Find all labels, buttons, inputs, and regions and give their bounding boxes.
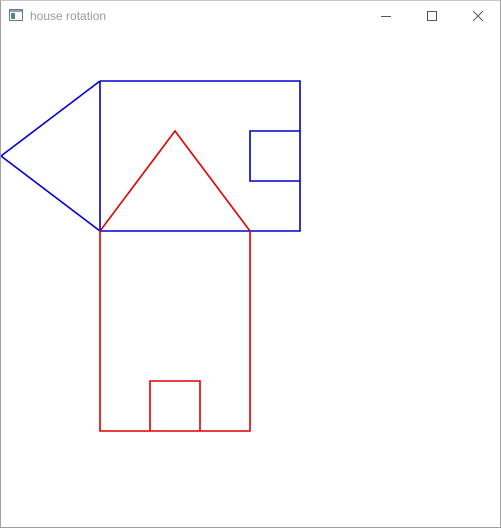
rotated-house-door bbox=[249, 130, 300, 182]
minimize-button[interactable] bbox=[363, 1, 409, 31]
original-house-door bbox=[149, 380, 201, 431]
maximize-button[interactable] bbox=[409, 1, 455, 31]
app-window-icon bbox=[9, 9, 23, 21]
original-house bbox=[99, 129, 251, 432]
original-house-body bbox=[99, 231, 251, 432]
window-title: house rotation bbox=[30, 9, 107, 23]
rotated-house-roof bbox=[1, 80, 101, 233]
rotated-house bbox=[1, 80, 301, 233]
rotated-house-body bbox=[100, 80, 301, 232]
drawing-canvas bbox=[1, 80, 301, 432]
close-icon bbox=[473, 11, 483, 21]
minimize-icon bbox=[381, 16, 391, 17]
maximize-icon bbox=[427, 11, 437, 21]
original-house-roof bbox=[99, 129, 251, 232]
title-bar[interactable]: house rotation bbox=[1, 1, 500, 31]
close-button[interactable] bbox=[455, 1, 501, 31]
